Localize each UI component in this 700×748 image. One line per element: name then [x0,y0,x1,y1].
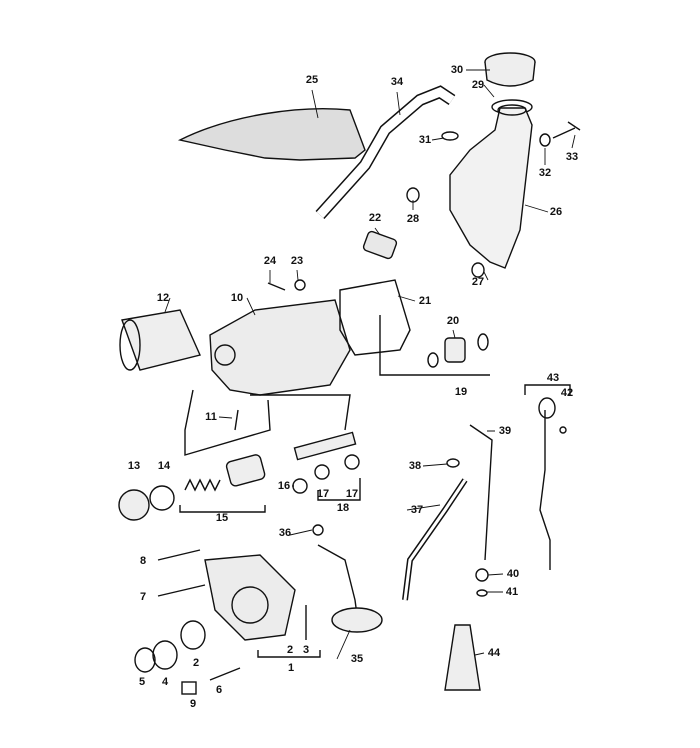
part-40-nut [475,568,489,582]
part-33-bolt [552,121,581,139]
callout-3: 3 [302,644,310,656]
part-8-bolt [157,549,201,561]
part-27-ring [471,262,485,278]
part-6-stud [209,667,241,681]
part-21-gasket [339,279,411,356]
part-28-ring [406,187,420,203]
part-43-sensor [539,410,551,570]
callout-6: 6 [215,684,223,696]
callout-31: 31 [418,134,432,146]
callout-2: 2 [192,657,200,669]
part-32-washer [539,133,551,147]
part-5-ring [134,647,156,673]
callout-39: 39 [498,425,512,437]
part-14-ring [149,485,175,511]
callout-41: 41 [505,586,519,598]
part-10-cooler-housing [209,299,351,396]
callout-19: 19 [454,386,468,398]
callout-33: 33 [565,151,579,163]
callout-43: 43 [546,372,560,384]
callout-17: 17 [316,488,330,500]
part-38-ring [446,458,460,468]
part-31-ring [441,131,459,141]
callout-40: 40 [506,568,520,580]
part-42-clip [559,426,567,434]
callout-7: 7 [139,591,147,603]
part-39-dipstick [469,424,493,561]
part-12-oil-filter [121,309,201,371]
bracket-19 [379,315,490,376]
part-9-plug [181,681,197,695]
oil-pump-housing [204,554,296,641]
callout-18: 18 [336,502,350,514]
part-24-bolt [267,282,286,291]
part-2-gear [180,620,206,650]
part-44-sealant-tube [444,624,481,691]
part-37-tube [402,478,468,601]
part-22-switch [362,230,398,260]
callout-29: 29 [471,79,485,91]
callout-27: 27 [471,276,485,288]
callout-9: 9 [189,698,197,710]
callout-35: 35 [350,653,364,665]
callout-44: 44 [487,647,501,659]
part-7-bolt [157,584,206,597]
callout-21: 21 [418,295,432,307]
callout-22: 22 [368,212,382,224]
callout-25: 25 [305,74,319,86]
part-17-ring-a [314,464,330,480]
part-11-bolt [234,409,239,431]
part-15-spring [184,478,221,492]
callout-12: 12 [156,292,170,304]
part-4-gear [152,640,178,670]
part-17-ring-b [344,454,360,470]
callout-26: 26 [549,206,563,218]
callout-1: 1 [287,662,295,674]
callout-32: 32 [538,167,552,179]
part-15-piston [225,454,266,487]
part-20-valve [444,337,466,363]
callout-11: 11 [205,411,217,423]
callout-36: 36 [278,527,292,539]
callout-16: 16 [277,480,291,492]
callout-42: 42 [560,387,574,399]
callout-14: 14 [157,460,171,472]
part-25-heat-shield [177,108,366,161]
callout-23: 23 [290,255,304,267]
callout-34: 34 [390,76,404,88]
callout-20: 20 [446,315,460,327]
part-41-ring [476,589,488,597]
callout-28: 28 [406,213,420,225]
part-23-nut [294,279,306,291]
callout-17: 17 [345,488,359,500]
part-26-oil-tank [449,107,533,269]
callout-15: 15 [215,512,229,524]
callout-8: 8 [139,555,147,567]
callout-30: 30 [450,64,464,76]
callout-5: 5 [138,676,146,688]
part-16-ring [292,478,308,494]
part-13-plug [118,489,150,521]
part-36-nut [312,524,324,536]
part-35-pickup [317,544,358,616]
callout-10: 10 [230,292,244,304]
callout-2: 2 [286,644,294,656]
callout-38: 38 [408,460,422,472]
part-18-valve [293,431,357,461]
callout-13: 13 [127,460,141,472]
callout-24: 24 [263,255,277,267]
callout-37: 37 [410,504,424,516]
callout-4: 4 [161,676,169,688]
